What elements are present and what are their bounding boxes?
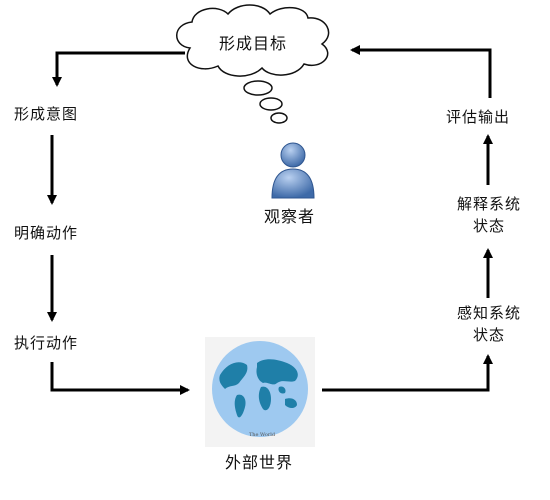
interpret-label: 解释系统 状态	[446, 193, 532, 237]
action-spec-label: 明确动作	[14, 224, 79, 242]
execute-label: 执行动作	[14, 334, 79, 352]
perceive-label-line1: 感知系统	[456, 304, 521, 322]
arrow-execute-to-world	[50, 362, 190, 395]
arrow-goal-to-intention	[52, 51, 185, 87]
evaluate-label: 评估输出	[446, 108, 511, 126]
observer-person-icon	[271, 142, 315, 199]
thought-cloud	[176, 4, 330, 124]
interpret-label-line1: 解释系统	[456, 195, 521, 213]
world-label: 外部世界	[225, 453, 294, 472]
world-image-caption: The World	[248, 432, 276, 438]
execution-arrows	[47, 51, 190, 395]
perceive-label: 感知系统 状态	[446, 302, 532, 346]
perceive-label-line2: 状态	[472, 326, 505, 344]
globe-icon	[212, 341, 308, 437]
intention-label: 形成意图	[14, 105, 79, 123]
arrow-evaluate-to-goal	[350, 45, 492, 98]
evaluation-arrows	[322, 45, 493, 392]
interpret-label-line2: 状态	[472, 217, 505, 235]
goal-label: 形成目标	[218, 34, 287, 53]
observer-label: 观察者	[264, 207, 316, 226]
arrow-world-to-perceive	[322, 354, 493, 392]
world-image	[205, 337, 315, 447]
